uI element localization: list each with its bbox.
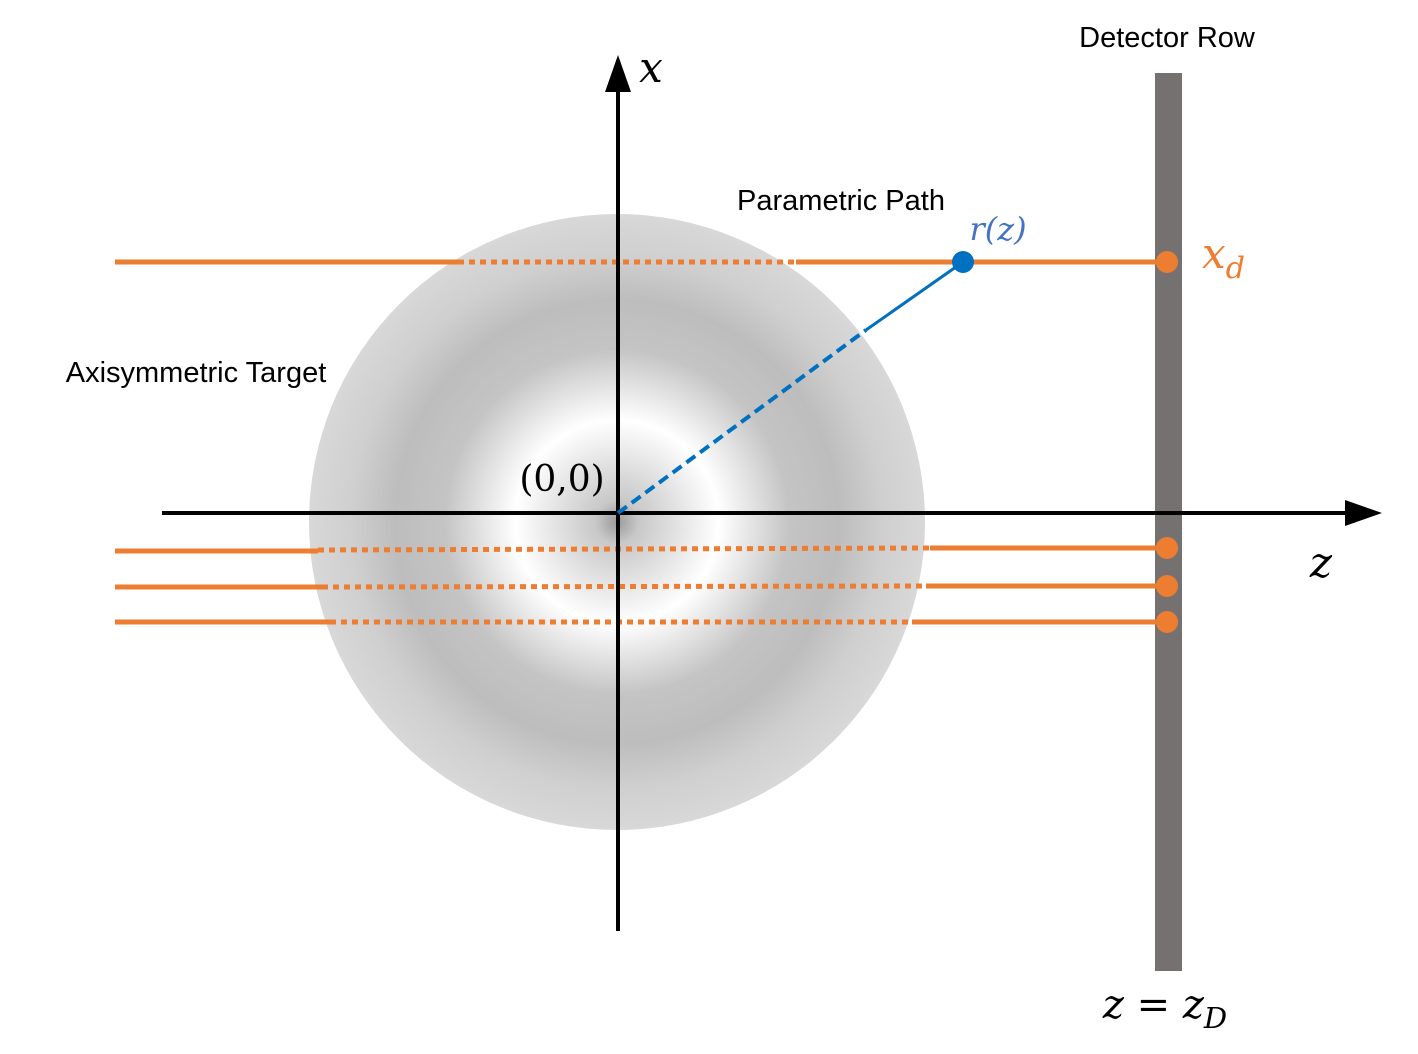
z-axis-label: z xyxy=(1309,538,1333,587)
radius-vector-solid xyxy=(865,260,964,332)
z-axis-arrowhead xyxy=(1345,500,1382,526)
detector-row-label: Detector Row xyxy=(1079,22,1256,54)
ray-3 xyxy=(115,583,1167,590)
detector-point-4 xyxy=(1156,611,1178,633)
radius-vector-dashed xyxy=(616,328,868,515)
parametric-path-label: Parametric Path xyxy=(737,185,945,217)
detector-point-2 xyxy=(1156,537,1178,559)
detector-row-bar xyxy=(1155,73,1182,971)
detector-point-3 xyxy=(1156,575,1178,597)
r-of-z-label: r(z) xyxy=(969,210,1026,248)
axisymmetric-target-label: Axisymmetric Target xyxy=(66,357,327,389)
path-point xyxy=(952,251,974,273)
x-axis-arrowhead xyxy=(605,55,631,92)
detector-point-1 xyxy=(1156,251,1178,273)
z-equals-zD-label: z = zD xyxy=(1102,982,1227,1035)
origin-label: (0,0) xyxy=(519,459,604,500)
x-axis-label: x xyxy=(639,43,663,92)
x-d-label: xd xyxy=(1202,229,1245,286)
ray-2 xyxy=(115,545,1167,554)
